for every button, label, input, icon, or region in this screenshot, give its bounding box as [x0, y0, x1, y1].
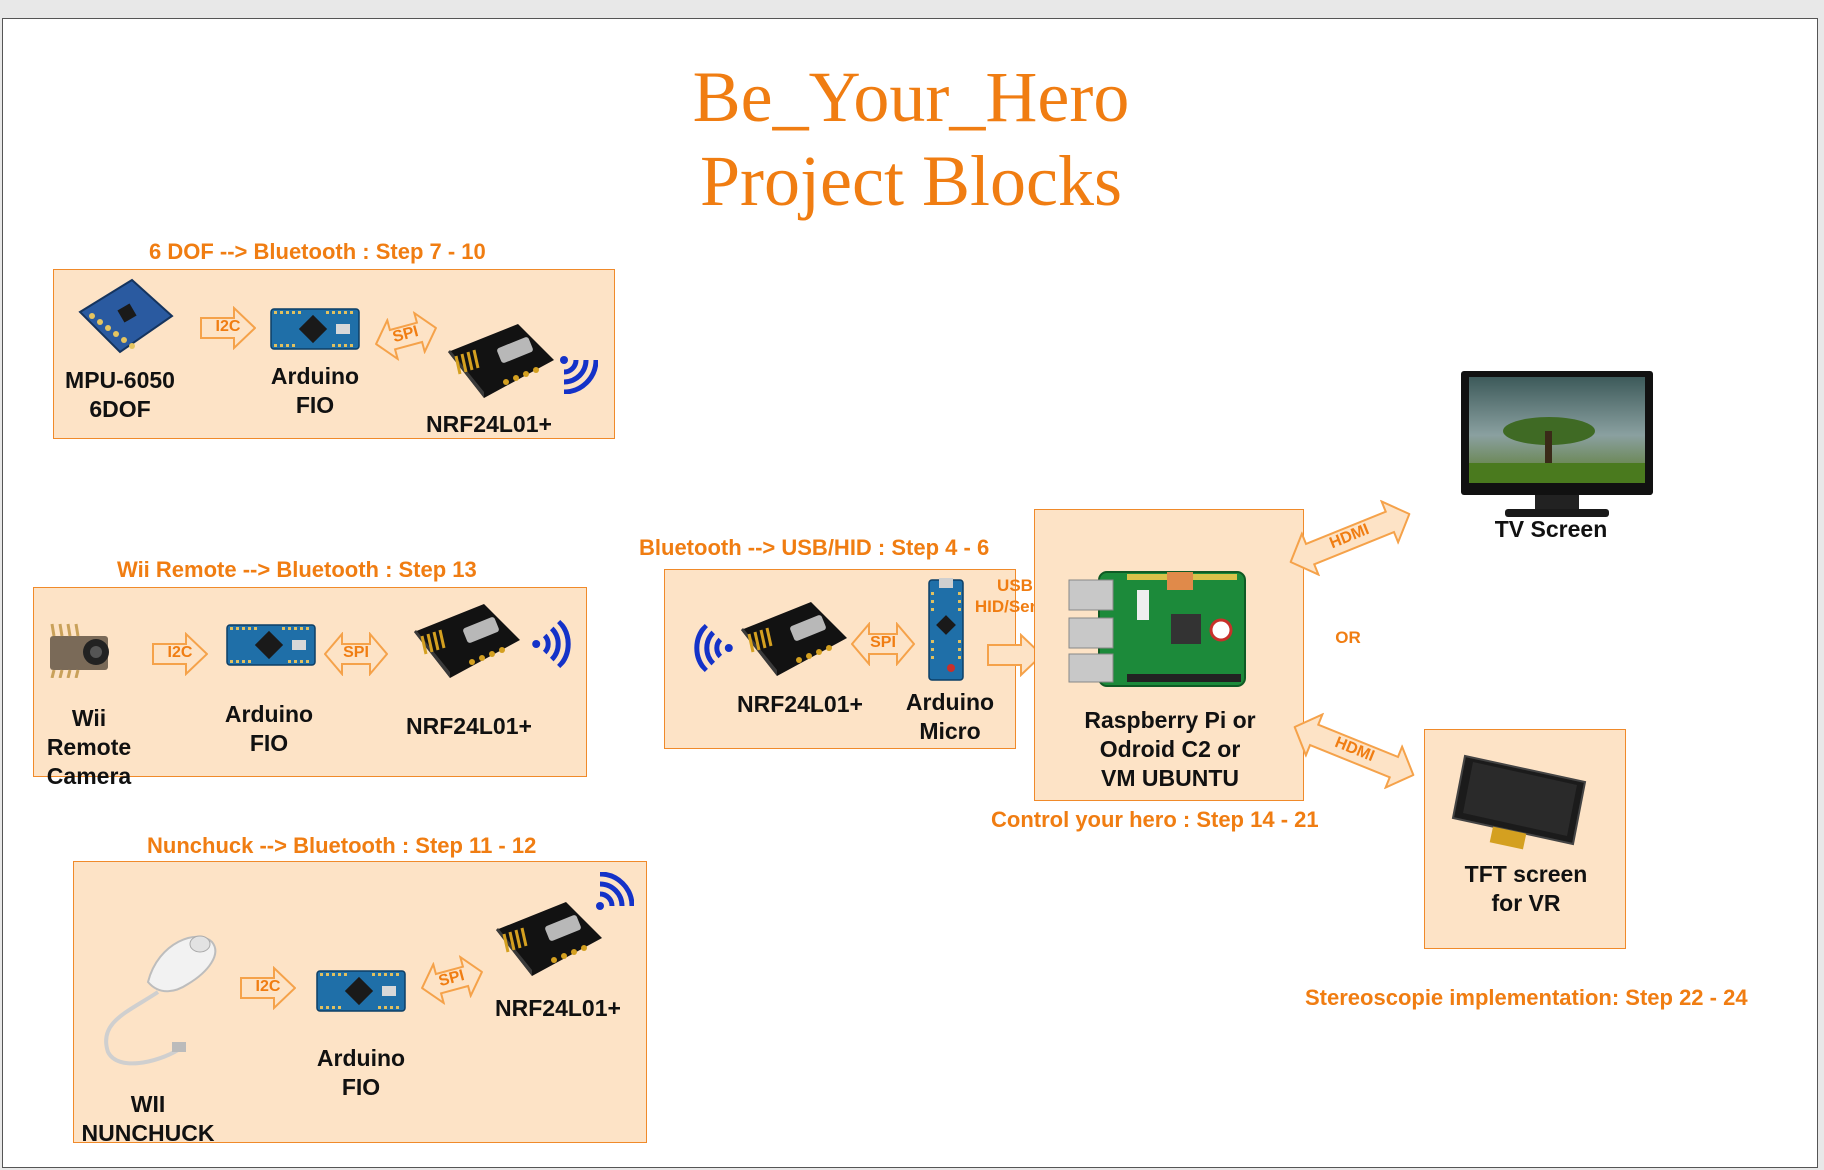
nunchuck-arduino-fio-icon	[316, 968, 406, 1014]
wii-spi-label: SPI	[343, 644, 369, 661]
dof-block-title: 6 DOF --> Bluetooth : Step 7 - 10	[149, 239, 486, 264]
dof-i2c-label: I2C	[215, 318, 241, 335]
diagram-title-line1: Be_Your_Hero	[692, 57, 1130, 137]
usb-spi-arrow: SPI	[851, 622, 915, 666]
nunchuck-i2c-arrow: I2C	[240, 966, 296, 1010]
usb-block-title: Bluetooth --> USB/HID : Step 4 - 6	[639, 535, 990, 560]
wii-i2c-arrow: I2C	[152, 632, 208, 676]
mpu-6050-board-icon	[76, 276, 176, 356]
wii-arduino-fio-icon	[226, 622, 316, 668]
control-block-title: Control your hero : Step 14 - 21	[991, 807, 1319, 832]
raspberry-pi-icon	[1067, 570, 1247, 690]
wii-spi-arrow: SPI	[324, 632, 388, 676]
nunchuck-block-title: Nunchuck --> Bluetooth : Step 11 - 12	[147, 833, 537, 858]
wii-i2c-label: I2C	[167, 644, 193, 661]
dof-wifi-signal-icon	[558, 354, 598, 394]
or-label: OR	[1335, 628, 1361, 647]
wii-block-title: Wii Remote --> Bluetooth : Step 13	[117, 557, 477, 582]
dof-nrf24l01-module-icon	[446, 322, 556, 400]
wii-radio-label: NRF24L01+	[406, 713, 532, 739]
tv-screen-label: TV Screen	[1494, 516, 1608, 542]
tft-display-icon	[1451, 752, 1587, 856]
usb-wifi-signal-icon	[681, 620, 738, 677]
hdmi-top-arrow: HDMI	[1281, 491, 1420, 584]
diagram-title-line2: Project Blocks	[700, 141, 1122, 221]
diagram-page: Be_Your_Hero Project Blocks 6 DOF --> Bl…	[2, 18, 1818, 1168]
usb-nrf24l01-module-icon	[739, 600, 849, 678]
nunchuck-nrf24l01-module-icon	[494, 900, 604, 978]
nunchuck-spi-arrow: SPI	[415, 950, 488, 1009]
nunchuck-radio-label: NRF24L01+	[495, 995, 621, 1021]
wii-nrf24l01-module-icon	[412, 602, 522, 680]
dof-i2c-arrow: I2C	[200, 306, 256, 350]
wii-nunchuck-icon	[88, 922, 228, 1072]
usb-spi-label: SPI	[870, 634, 896, 651]
wii-wifi-signal-icon	[528, 616, 585, 673]
usb-radio-label: NRF24L01+	[737, 691, 863, 717]
dof-spi-arrow: SPI	[369, 306, 442, 365]
dof-radio-label: NRF24L01+	[426, 411, 552, 437]
wii-camera-icon	[44, 622, 118, 678]
arduino-micro-icon	[927, 578, 965, 682]
nunchuck-wifi-signal-icon	[594, 872, 634, 912]
dof-arduino-fio-icon	[270, 306, 360, 352]
tv-screen-icon	[1459, 369, 1655, 525]
nunchuck-i2c-label: I2C	[255, 978, 281, 995]
stereo-implementation-title: Stereoscopie implementation: Step 22 - 2…	[1305, 985, 1748, 1010]
hdmi-bottom-arrow: HDMI	[1285, 704, 1424, 797]
